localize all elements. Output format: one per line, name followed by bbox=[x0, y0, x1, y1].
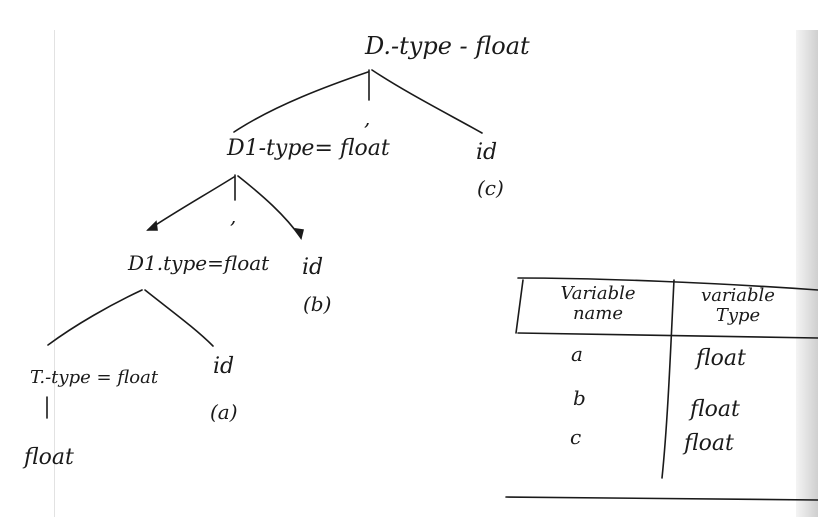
edge-root-d1 bbox=[233, 71, 369, 133]
edge-d1b-id bbox=[144, 289, 214, 347]
table-cell-type-a: float bbox=[696, 346, 746, 371]
edge-d1-id bbox=[237, 175, 302, 239]
page-edge-shadow bbox=[796, 30, 818, 517]
t-node-label: T.-type = float bbox=[30, 367, 159, 388]
id-label-a: (a) bbox=[210, 400, 238, 424]
table-cell-type-c: float bbox=[684, 431, 734, 456]
page-margin-line bbox=[54, 30, 55, 517]
comma-separator: , bbox=[364, 106, 371, 130]
float-leaf-label: float bbox=[24, 445, 74, 470]
table-cell-name-b: b bbox=[573, 386, 586, 410]
table-bottom-line bbox=[505, 496, 818, 501]
table-cell-type-b: float bbox=[690, 397, 740, 422]
id-label-b: (b) bbox=[303, 292, 332, 316]
arrowhead-d1b bbox=[146, 220, 158, 231]
edge-root-id bbox=[371, 69, 483, 134]
table-left-line bbox=[515, 279, 524, 334]
table-cell-name-c: c bbox=[570, 425, 582, 449]
id-node-c: id bbox=[476, 140, 498, 165]
edge-d1b-t bbox=[47, 289, 143, 346]
comma-separator-2: , bbox=[230, 204, 237, 228]
id-node-b: id bbox=[302, 255, 324, 280]
root-node-label: D.-type - float bbox=[365, 32, 530, 60]
table-middle-line bbox=[661, 279, 675, 479]
table-header-type: variable Type bbox=[701, 285, 775, 326]
id-node-a: id bbox=[213, 354, 235, 379]
d1-node-label: D1-type= float bbox=[227, 136, 390, 161]
table-top-line bbox=[517, 277, 818, 291]
table-header-name: Variable name bbox=[560, 283, 636, 324]
table-header-line bbox=[517, 332, 818, 339]
id-label-c: (c) bbox=[477, 176, 504, 200]
d1b-node-label: D1.type=float bbox=[128, 251, 270, 275]
arrowhead-id-b bbox=[294, 227, 304, 241]
edge-d1-d1b bbox=[147, 176, 235, 231]
table-cell-name-a: a bbox=[571, 342, 583, 366]
